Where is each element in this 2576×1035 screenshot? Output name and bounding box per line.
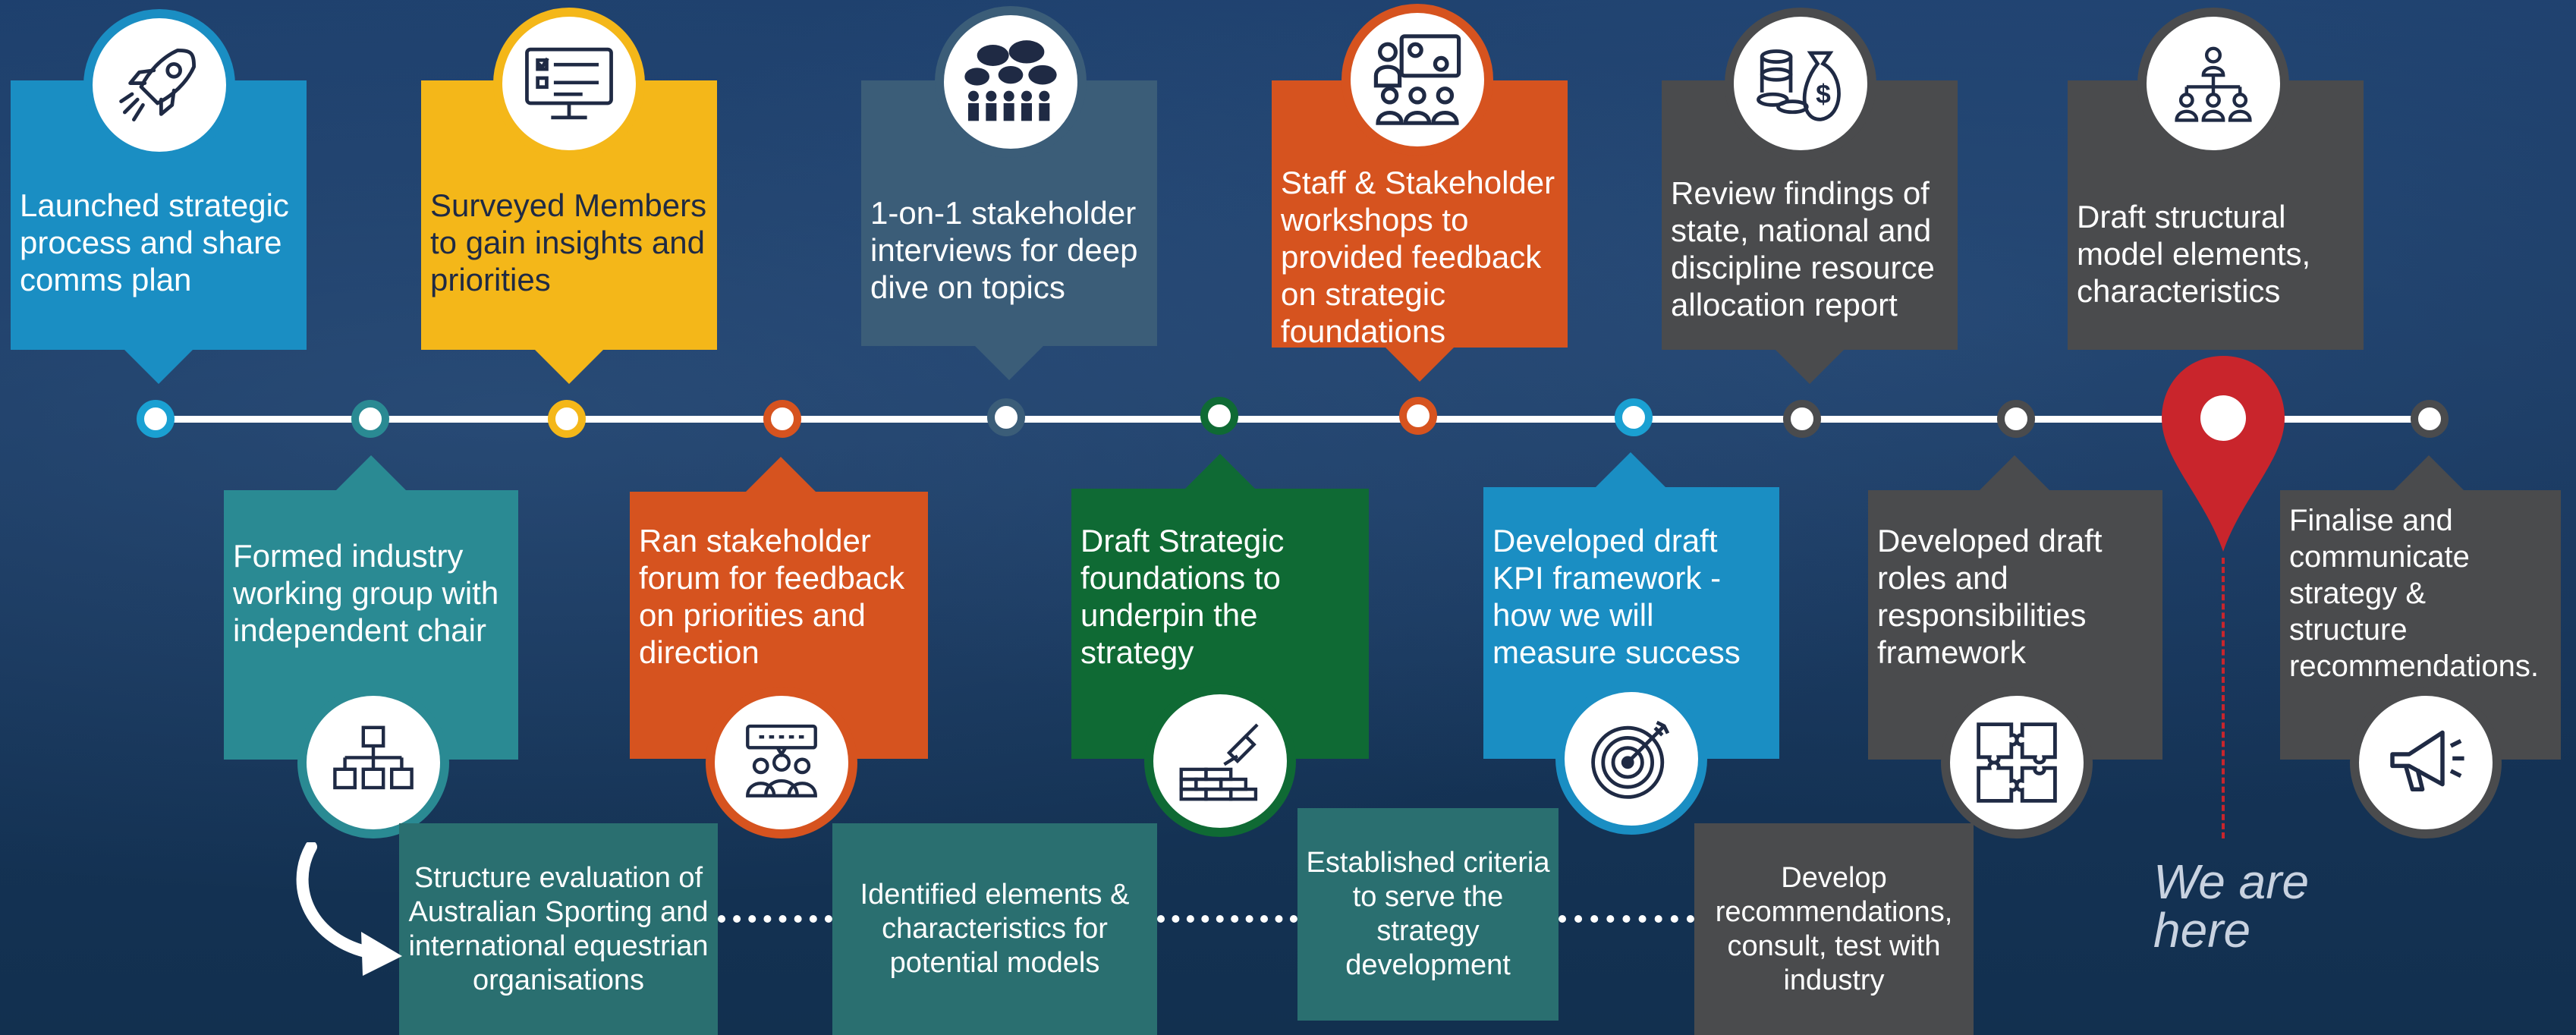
marker-dashed-line — [2222, 558, 2225, 838]
forum-speech-icon — [706, 687, 857, 838]
pointer-arrow — [2394, 455, 2464, 490]
location-pin-icon — [2162, 356, 2285, 552]
svg-text:$: $ — [1816, 79, 1831, 109]
discussion-group-icon — [935, 6, 1087, 158]
org-chart-people-icon — [2137, 8, 2289, 159]
timeline-node — [351, 400, 389, 438]
step-box: Ran stakeholder forum for feedback on pr… — [630, 492, 928, 759]
curved-arrow-icon — [296, 842, 402, 976]
step-text: Draft Strategic foundations to underpin … — [1080, 523, 1285, 670]
pointer-arrow — [1980, 455, 2049, 490]
megaphone-icon — [2350, 687, 2502, 838]
timeline-node — [763, 400, 801, 438]
pointer-arrow — [1385, 347, 1455, 382]
sub-step-3: Established criteria to serve the strate… — [1297, 808, 1558, 1021]
step-text: Developed draft roles and responsibiliti… — [1877, 523, 2103, 670]
pointer-arrow — [1775, 349, 1845, 384]
pointer-arrow — [974, 345, 1044, 380]
timeline-node — [137, 400, 175, 438]
step-box: Formed industry working group with indep… — [224, 490, 518, 760]
hierarchy-icon — [297, 687, 449, 838]
timeline-node — [1200, 397, 1238, 435]
pointer-arrow — [336, 455, 406, 490]
timeline-node — [1783, 400, 1821, 438]
sub-step-text: Established criteria to serve the strate… — [1306, 847, 1550, 981]
step-text: Developed draft KPI framework - how we w… — [1492, 523, 1741, 670]
dotted-connector — [1558, 915, 1694, 923]
timeline-node — [1399, 397, 1437, 435]
we-are-here-label: We are here — [2153, 854, 2310, 958]
step-text: Review findings of state, national and d… — [1671, 175, 1935, 322]
sub-step-text: Develop recommendations, consult, test w… — [1715, 861, 1953, 996]
pointer-arrow — [746, 457, 816, 492]
timeline-node — [548, 400, 586, 438]
step-box: Developed draft KPI framework - how we w… — [1483, 487, 1779, 759]
pointer-arrow — [124, 349, 193, 384]
timeline-node — [987, 398, 1025, 436]
survey-monitor-icon — [493, 8, 645, 159]
step-text: Ran stakeholder forum for feedback on pr… — [639, 523, 905, 670]
money-bag-coins-icon: $ — [1725, 8, 1876, 159]
step-text: Staff & Stakeholder workshops to provide… — [1281, 165, 1555, 349]
puzzle-icon — [1941, 687, 2093, 838]
timeline-node — [1997, 400, 2035, 438]
timeline-node — [2411, 400, 2449, 438]
sub-step-text: Structure evaluation of Australian Sport… — [408, 861, 709, 996]
step-text: Surveyed Members to gain insights and pr… — [430, 187, 707, 297]
sub-step-2: Identified elements & characteristics fo… — [832, 823, 1157, 1035]
step-text: Launched strategic process and share com… — [20, 187, 289, 297]
step-box: Developed draft roles and responsibiliti… — [1868, 490, 2162, 760]
workshop-presentation-icon — [1341, 4, 1493, 156]
step-box: Surveyed Members to gain insights and pr… — [421, 80, 717, 350]
sub-step-1: Structure evaluation of Australian Sport… — [399, 823, 718, 1035]
pointer-arrow — [1596, 452, 1665, 487]
timeline-line — [156, 416, 2428, 423]
dotted-connector — [718, 915, 832, 923]
step-text: Draft structural model elements, charact… — [2077, 199, 2311, 309]
pointer-arrow — [534, 349, 604, 384]
step-box: 1-on-1 stakeholder interviews for deep d… — [861, 80, 1157, 346]
brick-wall-trowel-icon — [1144, 685, 1296, 837]
rocket-icon — [83, 9, 235, 161]
pointer-arrow — [1185, 454, 1255, 489]
step-text: Finalise and communicate strategy & stru… — [2289, 504, 2540, 683]
step-text: 1-on-1 stakeholder interviews for deep d… — [870, 195, 1138, 305]
dotted-connector — [1157, 915, 1297, 923]
timeline-node — [1615, 398, 1653, 436]
sub-step-4: Develop recommendations, consult, test w… — [1694, 823, 1974, 1035]
step-text: Formed industry working group with indep… — [233, 538, 499, 648]
target-icon — [1555, 683, 1707, 835]
sub-step-text: Identified elements & characteristics fo… — [860, 879, 1130, 979]
